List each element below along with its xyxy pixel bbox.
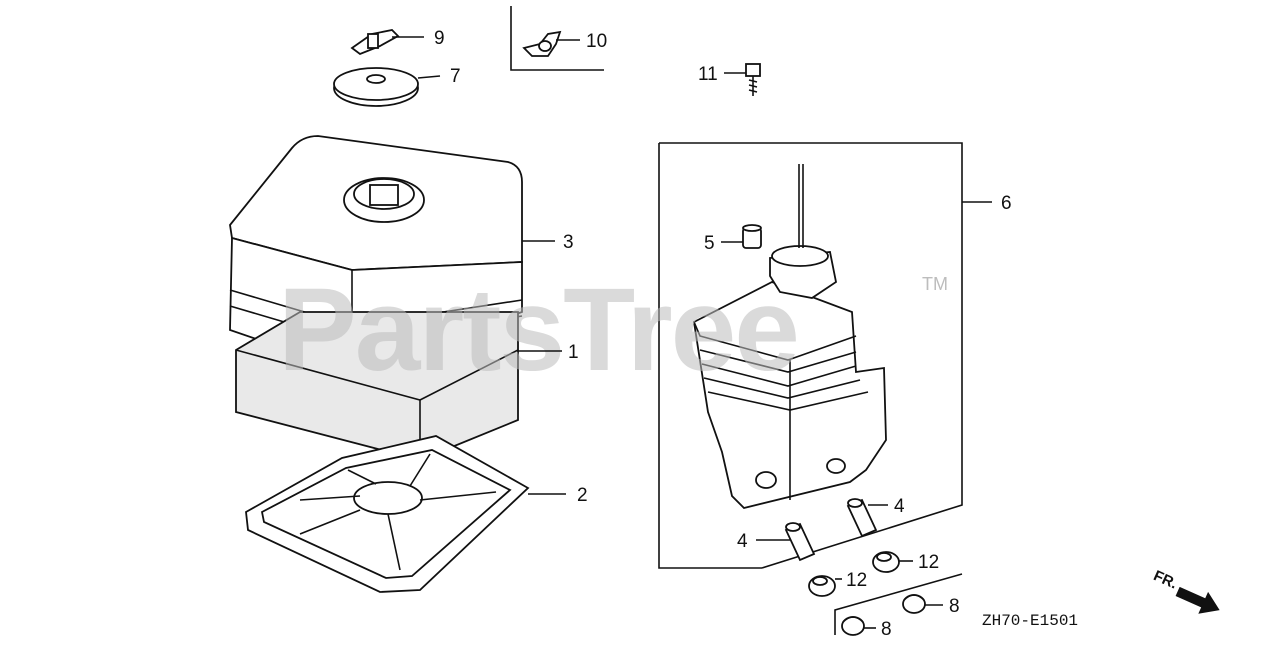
leader-lines — [392, 36, 992, 629]
part-4-tube-left[interactable] — [784, 522, 816, 562]
callout-4-right: 4 — [894, 496, 905, 517]
part-8-cap-right[interactable] — [902, 594, 926, 614]
part-2-grid[interactable] — [245, 435, 530, 593]
callout-8-right: 8 — [949, 596, 960, 617]
front-direction-arrow: FR. — [1151, 567, 1220, 614]
callout-9: 9 — [434, 28, 445, 49]
part-5-collar[interactable] — [742, 224, 762, 249]
watermark-text: PartsTree — [278, 264, 798, 396]
diagram-code: ZH70-E1501 — [982, 612, 1078, 630]
callout-8-left: 8 — [881, 619, 892, 640]
callout-10: 10 — [586, 31, 607, 52]
arrow-icon — [1175, 586, 1220, 614]
callout-2: 2 — [577, 485, 588, 506]
callout-5: 5 — [704, 233, 715, 254]
callout-3: 3 — [563, 232, 574, 253]
part-9-clip[interactable] — [350, 29, 400, 56]
callout-4-left: 4 — [737, 531, 748, 552]
part-1-foam-element[interactable] — [235, 311, 519, 461]
callout-12-left: 12 — [846, 570, 867, 591]
part-8-cap-left[interactable] — [841, 616, 865, 636]
callout-7: 7 — [450, 66, 461, 87]
callout-11: 11 — [698, 64, 718, 85]
callout-1: 1 — [568, 342, 579, 363]
part-4-tube-right[interactable] — [846, 498, 878, 538]
part-7-plate[interactable] — [333, 67, 419, 107]
callout-12-right: 12 — [918, 552, 939, 573]
part-6-case[interactable] — [693, 164, 887, 509]
part-11-bolt[interactable] — [745, 63, 761, 96]
callout-6: 6 — [1001, 193, 1012, 214]
direction-label: FR. — [1151, 567, 1180, 592]
part-12-nut-left[interactable] — [808, 575, 836, 597]
watermark-tm: TM — [922, 274, 948, 294]
part-12-nut-right[interactable] — [872, 551, 900, 573]
part-10-wing-nut[interactable] — [522, 30, 562, 57]
